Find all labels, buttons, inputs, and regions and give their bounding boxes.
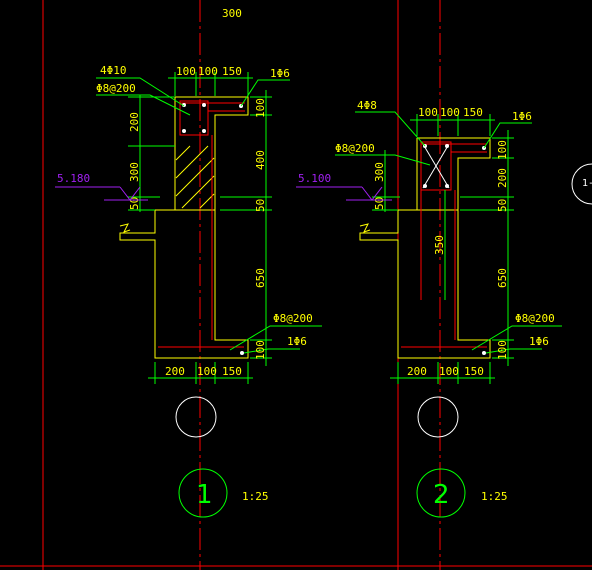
leader-main-bars bbox=[355, 111, 426, 147]
label-top-right: 1Φ6 bbox=[512, 110, 532, 123]
rebar-dot bbox=[445, 184, 449, 188]
detail-number-circle bbox=[416, 468, 466, 518]
dim-right-3: 50 bbox=[254, 199, 267, 212]
dim-bottom-2: 100 bbox=[439, 365, 459, 378]
rebar-dot bbox=[423, 184, 427, 188]
dim-right-5: 100 bbox=[254, 340, 267, 360]
rebar-dot bbox=[182, 129, 186, 133]
detail2-cross-2 bbox=[422, 143, 450, 189]
detail-number: 2 bbox=[433, 480, 450, 510]
leader-main-bars bbox=[96, 77, 185, 107]
detail2-dimension-lines bbox=[335, 111, 562, 384]
right-edge-circle-fragment bbox=[571, 163, 592, 205]
dim-right-2: 200 bbox=[496, 168, 509, 188]
elevation-text: 5.100 bbox=[298, 172, 331, 185]
detail1-stirrup-top bbox=[179, 100, 209, 136]
leader-stirrup-bottom bbox=[471, 325, 562, 351]
dim-bottom-3: 150 bbox=[464, 365, 484, 378]
detail-2: 100 100 150 200 100 150 300 50 100 200 5… bbox=[296, 99, 562, 518]
detail-number: 1 bbox=[196, 480, 213, 510]
hatch-line bbox=[181, 175, 215, 209]
detail2-stirrup-top bbox=[420, 141, 452, 191]
dim-top-2: 100 bbox=[198, 65, 218, 78]
hatch-line bbox=[175, 145, 191, 161]
detail2-elevation-marker bbox=[296, 186, 392, 201]
dim-right-4: 650 bbox=[496, 268, 509, 288]
rebar-dot bbox=[202, 129, 206, 133]
detail1-section-outline bbox=[119, 96, 249, 359]
detail1-rebar-dots bbox=[182, 103, 244, 355]
label-bottom-right: 1Φ6 bbox=[529, 335, 549, 348]
scale-label: 1:25 bbox=[481, 490, 508, 503]
dim-left-2: 300 bbox=[128, 162, 141, 182]
dim-top-3: 150 bbox=[222, 65, 242, 78]
scale-label: 1:25 bbox=[242, 490, 269, 503]
elevation-text: 5.180 bbox=[57, 172, 90, 185]
hatch-line bbox=[175, 145, 209, 179]
leader-stirrup-top bbox=[335, 154, 431, 166]
label-main-bars: 4Φ8 bbox=[357, 99, 377, 112]
detail2-section-outline bbox=[359, 137, 491, 359]
column-circle bbox=[175, 396, 217, 438]
label-top-right: 1Φ6 bbox=[270, 67, 290, 80]
leader-bottom-right bbox=[485, 348, 542, 354]
break-line bbox=[359, 223, 371, 233]
dim-right-1: 100 bbox=[496, 140, 509, 160]
detail1-hatch bbox=[175, 145, 215, 209]
dim-bottom-2: 100 bbox=[197, 365, 217, 378]
rebar-dot bbox=[482, 351, 486, 355]
label-stirrup-bottom: Φ8@200 bbox=[515, 312, 555, 325]
leader-stirrup-top bbox=[96, 94, 191, 116]
dim-right-2: 400 bbox=[254, 150, 267, 170]
detail2-dimension-text: 100 100 150 200 100 150 300 50 100 200 5… bbox=[335, 99, 555, 503]
dim-top-2: 100 bbox=[440, 106, 460, 119]
label-stirrup-bottom: Φ8@200 bbox=[273, 312, 313, 325]
label-main-bars: 4Φ10 bbox=[100, 64, 127, 77]
leader-top-right bbox=[240, 79, 290, 107]
detail1-dimension-text: 100 100 150 200 100 150 200 300 50 100 4… bbox=[96, 64, 313, 503]
rebar-dot bbox=[445, 144, 449, 148]
dim-inner-vertical: 350 bbox=[433, 235, 446, 255]
dim-bottom-1: 200 bbox=[165, 365, 185, 378]
column-circle bbox=[417, 396, 459, 438]
right-edge-fragment: 1- bbox=[582, 178, 592, 189]
leader-bottom-right bbox=[243, 348, 300, 354]
dim-bottom-3: 150 bbox=[222, 365, 242, 378]
dim-top-1: 100 bbox=[418, 106, 438, 119]
dim-top-1: 100 bbox=[176, 65, 196, 78]
label-bottom-right: 1Φ6 bbox=[287, 335, 307, 348]
rebar-dot bbox=[202, 103, 206, 107]
top-dimension-fragment: 300 bbox=[222, 7, 242, 20]
detail1-elevation-marker bbox=[55, 186, 148, 201]
dim-right-5: 100 bbox=[496, 340, 509, 360]
dim-left-1: 300 bbox=[373, 162, 386, 182]
rebar-dot bbox=[182, 103, 186, 107]
detail1-dimension-lines bbox=[96, 72, 322, 384]
dim-bottom-1: 200 bbox=[407, 365, 427, 378]
break-line bbox=[119, 223, 131, 233]
detail-1: 100 100 150 200 100 150 200 300 50 100 4… bbox=[55, 64, 322, 518]
dim-right-3: 50 bbox=[496, 199, 509, 212]
dim-right-1: 100 bbox=[254, 98, 267, 118]
label-stirrup-top: Φ8@200 bbox=[96, 82, 136, 95]
hatch-line bbox=[175, 157, 215, 197]
dim-left-2: 50 bbox=[373, 197, 386, 210]
leader-top-right bbox=[483, 122, 532, 149]
dim-left-1: 200 bbox=[128, 112, 141, 132]
detail-number-circle bbox=[178, 468, 228, 518]
label-stirrup-top: Φ8@200 bbox=[335, 142, 375, 155]
dim-left-3: 50 bbox=[128, 197, 141, 210]
leader-stirrup-bottom bbox=[229, 325, 322, 351]
dim-right-4: 650 bbox=[254, 268, 267, 288]
dim-top-3: 150 bbox=[463, 106, 483, 119]
rebar-dot bbox=[240, 351, 244, 355]
